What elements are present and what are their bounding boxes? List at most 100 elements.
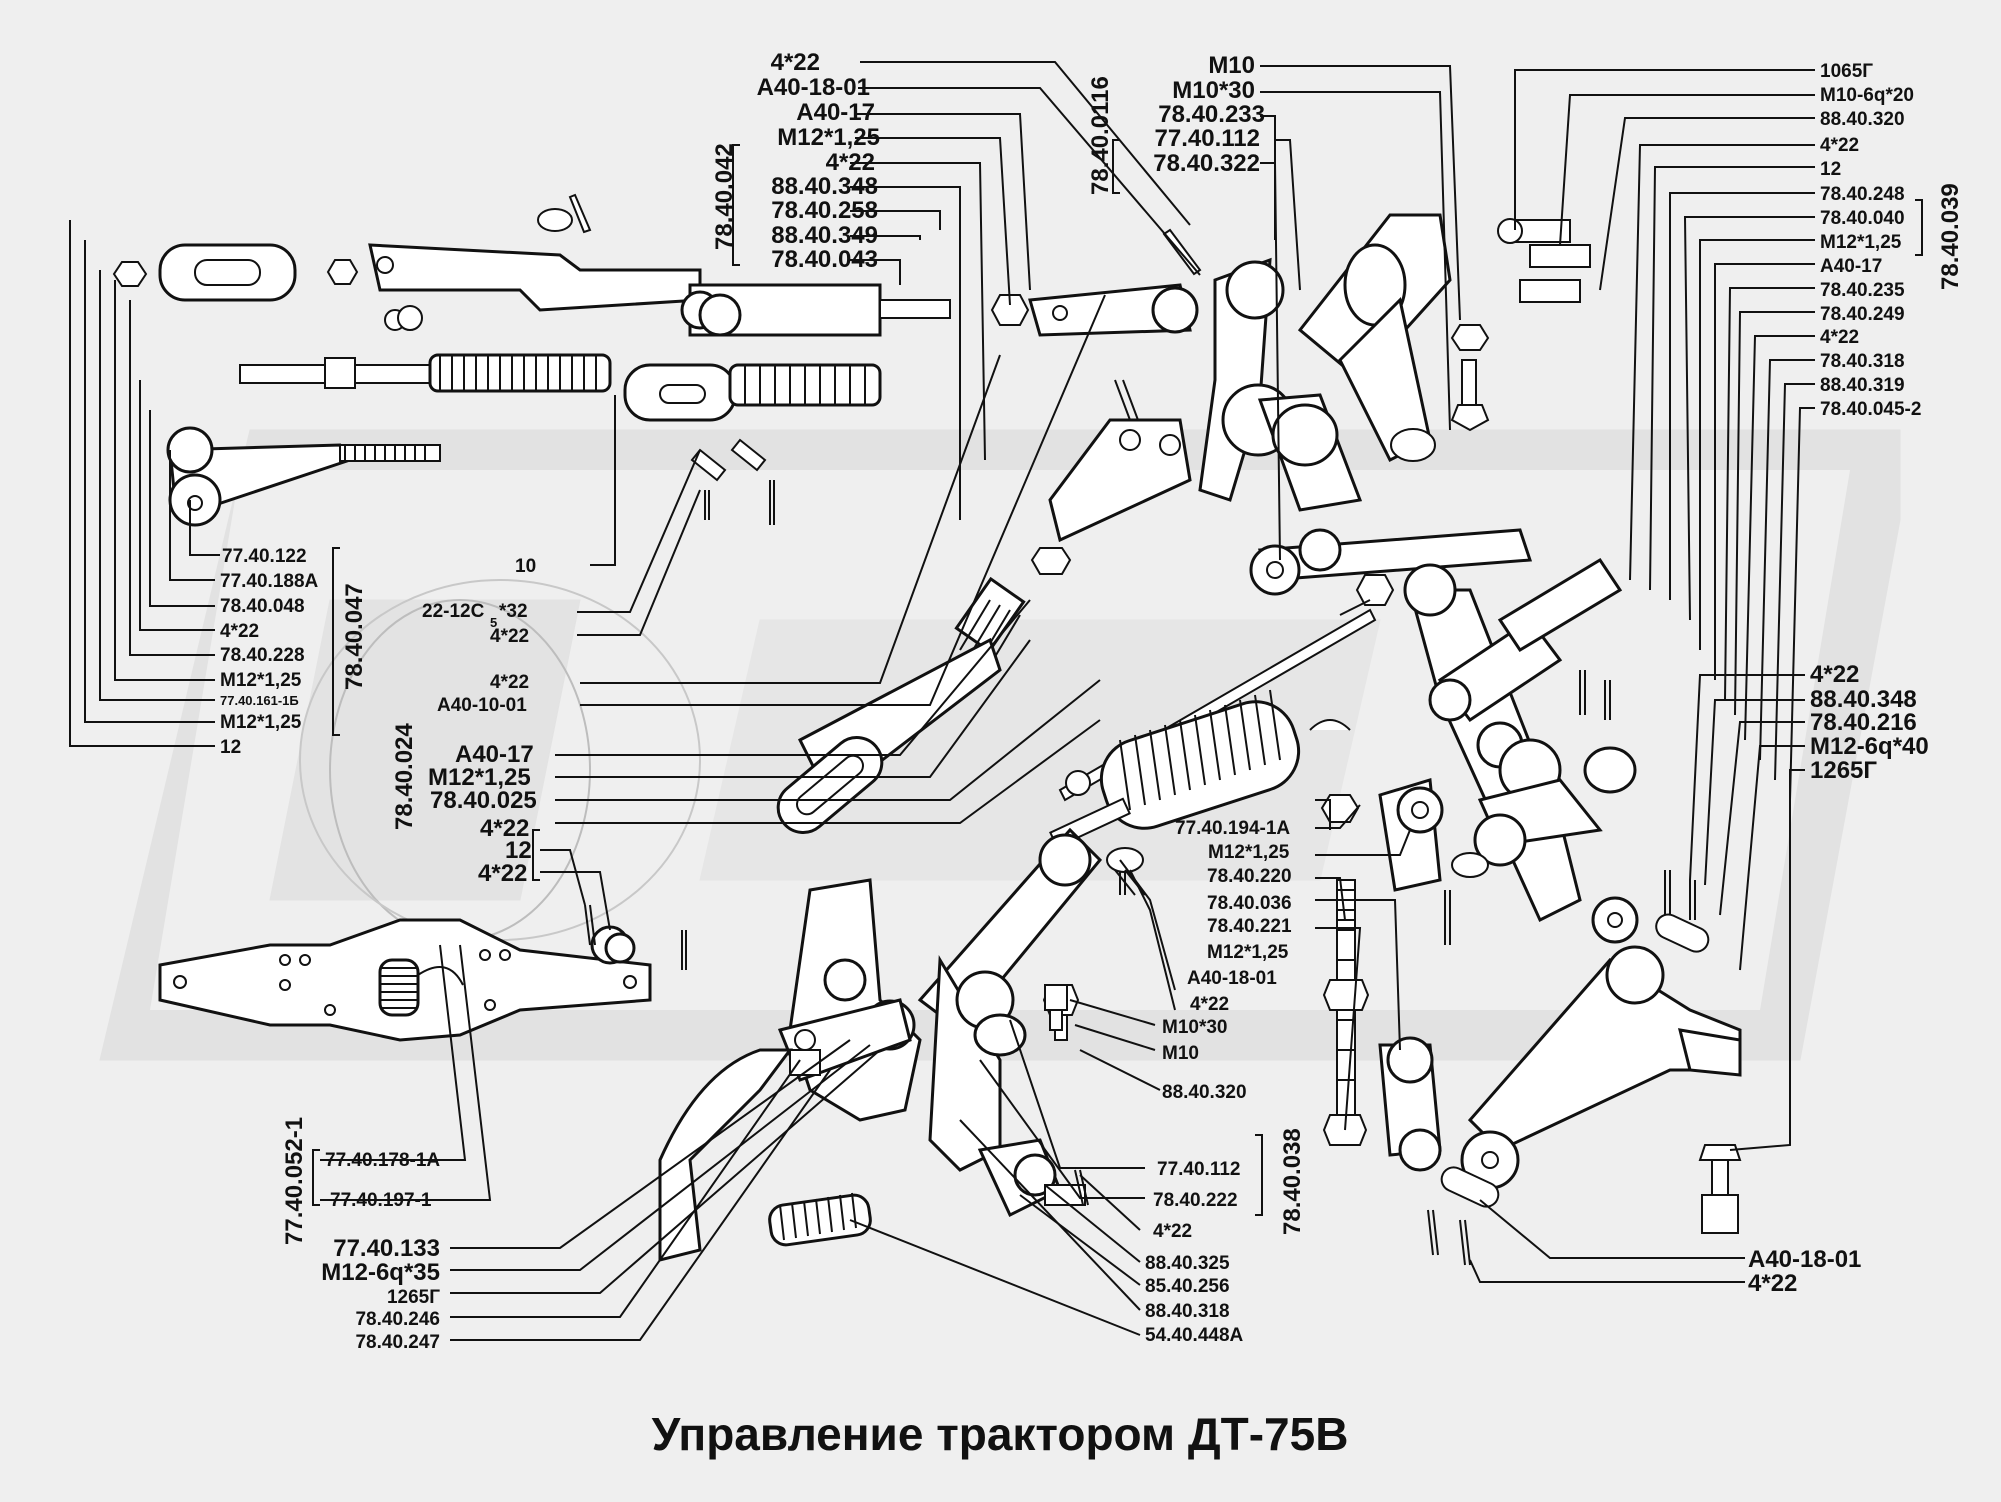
label-88-40-318: 88.40.318	[1145, 1301, 1230, 1322]
label-77-40-122: 77.40.122	[222, 546, 307, 567]
top-right-bolts	[1450, 218, 1591, 432]
label-78-40-322: 78.40.322	[1153, 150, 1260, 177]
label-78-40-222: 78.40.222	[1153, 1190, 1238, 1211]
label-77-40-133: 77.40.133	[333, 1235, 440, 1262]
label-78-40-249: 78.40.249	[1820, 304, 1905, 325]
bottom-left-plate	[158, 904, 687, 1042]
label-m12x125-a: М12*1,25	[777, 124, 880, 151]
label-m12x125-b: М12*1,25	[1820, 232, 1902, 253]
label-77-40-178-1a: 77.40.178-1А	[325, 1150, 440, 1171]
label-4x22-rm: 4*22	[1810, 661, 1859, 688]
label-m12x125-left-b: М12*1,25	[220, 712, 302, 733]
label-1265g-rm: 1265Г	[1810, 757, 1877, 784]
label-78-40-246: 78.40.246	[355, 1309, 440, 1330]
label-78-40-258: 78.40.258	[771, 197, 878, 224]
label-10: 10	[515, 556, 536, 577]
label-m12x125-c2: М12*1,25	[1207, 942, 1289, 963]
label-22-12c: 22-12С	[422, 601, 485, 622]
top-center-bellcrank	[990, 213, 1533, 606]
label-88-40-348-rm: 88.40.348	[1810, 686, 1917, 713]
label-78-40-040: 78.40.040	[1820, 208, 1905, 229]
small-spring	[768, 1192, 872, 1247]
label-a40-17: А40-17	[796, 99, 875, 126]
label-4x22-d: 4*22	[1820, 327, 1859, 348]
label-12-top: 12	[1820, 159, 1841, 180]
top-left-rod-assembly	[112, 193, 951, 527]
label-a40-18-01-br: А40-18-01	[1748, 1246, 1861, 1273]
label-77-40-197-1: 77.40.197-1	[330, 1190, 432, 1211]
label-78-40-216: 78.40.216	[1810, 709, 1917, 736]
coil-spring	[428, 353, 612, 393]
label-a40-18-01-center: А40-18-01	[1187, 968, 1277, 989]
label-88-40-349: 88.40.349	[771, 222, 878, 249]
label-78-40-228: 78.40.228	[220, 645, 305, 666]
label-4x22-a: 4*22	[771, 49, 820, 76]
label-4x22-ml-b: 4*22	[490, 672, 529, 693]
torsion-spring	[378, 958, 464, 1017]
label-88-40-325: 88.40.325	[1145, 1253, 1230, 1274]
label-a40-18-01: А40-18-01	[757, 74, 870, 101]
leader-lines	[69, 61, 1923, 1341]
label-78-40-045-2: 78.40.045-2	[1820, 399, 1921, 420]
label-78-40-025: 78.40.025	[430, 787, 537, 814]
label-a40-17-ml: А40-17	[455, 741, 534, 768]
label-88-40-319: 88.40.319	[1820, 375, 1905, 396]
label-m12-6qx40: М12-6q*40	[1810, 733, 1929, 760]
label-1065g: 1065Г	[1820, 61, 1873, 82]
label-78-40-248: 78.40.248	[1820, 184, 1905, 205]
label-m12x125-c1: М12*1,25	[1208, 842, 1290, 863]
label-m12x125-left-a: М12*1,25	[220, 670, 302, 691]
label-m10x30-center: М10*30	[1162, 1017, 1228, 1038]
label-85-40-256: 85.40.256	[1145, 1276, 1230, 1297]
group-label-78-40-0116: 78.40.0116	[1087, 76, 1114, 195]
center-rod-assembly	[776, 379, 1377, 849]
label-4x22-ml-c: 4*22	[480, 815, 529, 842]
label-54-40-448a: 54.40.448А	[1145, 1325, 1244, 1346]
right-lever-assembly	[1403, 557, 1742, 1266]
label-78-40-220: 78.40.220	[1207, 866, 1292, 887]
label-12-left: 12	[220, 737, 241, 758]
label-77-40-161-1b: 77.40.161-1Б	[220, 693, 299, 708]
label-4x22-left: 4*22	[220, 621, 259, 642]
label-4x22-br: 4*22	[1748, 1270, 1797, 1297]
label-4x22-c: 4*22	[1820, 135, 1859, 156]
label-77-40-188a: 77.40.188А	[220, 571, 319, 592]
label-12-ml: 12	[505, 837, 532, 864]
label-4x22-b: 4*22	[826, 149, 875, 176]
group-label-77-40-052-1: 77.40.052-1	[281, 1117, 308, 1245]
label-m10-top: М10	[1208, 52, 1255, 79]
label-78-40-235: 78.40.235	[1820, 280, 1905, 301]
label-a40-17-right: А40-17	[1820, 256, 1882, 277]
label-78-40-048: 78.40.048	[220, 596, 305, 617]
label-88-40-320-top: 88.40.320	[1820, 109, 1905, 130]
main-coil-spring	[1099, 689, 1301, 830]
group-label-78-40-047: 78.40.047	[341, 583, 368, 690]
bottom-center-pedal	[658, 827, 1103, 1262]
label-77-40-112-top: 77.40.112	[1155, 125, 1260, 152]
label-1265g-bl: 1265Г	[387, 1287, 440, 1308]
label-m10x30-top: М10*30	[1172, 77, 1255, 104]
label-22-12c-tail: *32	[499, 601, 528, 622]
group-label-78-40-042: 78.40.042	[711, 143, 738, 250]
group-label-78-40-039: 78.40.039	[1937, 183, 1964, 290]
label-22-12c-sub: 5	[490, 615, 497, 630]
label-m12-6qx35: М12-6q*35	[321, 1259, 440, 1286]
label-m12x125-ml: М12*1,25	[428, 764, 531, 791]
group-label-78-40-024: 78.40.024	[391, 723, 418, 830]
label-77-40-194-1a: 77.40.194-1А	[1175, 818, 1290, 839]
label-78-40-233: 78.40.233	[1158, 101, 1265, 128]
page-title: Управление трактором ДТ-75В	[652, 1408, 1349, 1460]
label-77-40-112-bc: 77.40.112	[1157, 1159, 1240, 1180]
label-88-40-320-center: 88.40.320	[1162, 1082, 1247, 1103]
label-4x22-ml-a: 4*22	[490, 626, 529, 647]
label-78-40-036: 78.40.036	[1207, 893, 1292, 914]
label-78-40-043: 78.40.043	[771, 246, 878, 273]
label-4x22-bc: 4*22	[1153, 1221, 1192, 1242]
label-m10-6qx20: М10-6q*20	[1820, 85, 1914, 106]
label-78-40-221: 78.40.221	[1207, 916, 1292, 937]
group-label-78-40-038: 78.40.038	[1279, 1128, 1306, 1235]
label-m10-center: М10	[1162, 1043, 1199, 1064]
label-4x22-ml-d: 4*22	[478, 860, 527, 887]
labels: 4*22 А40-18-01 А40-17 М12*1,25 4*22 88.4…	[220, 49, 1964, 1460]
